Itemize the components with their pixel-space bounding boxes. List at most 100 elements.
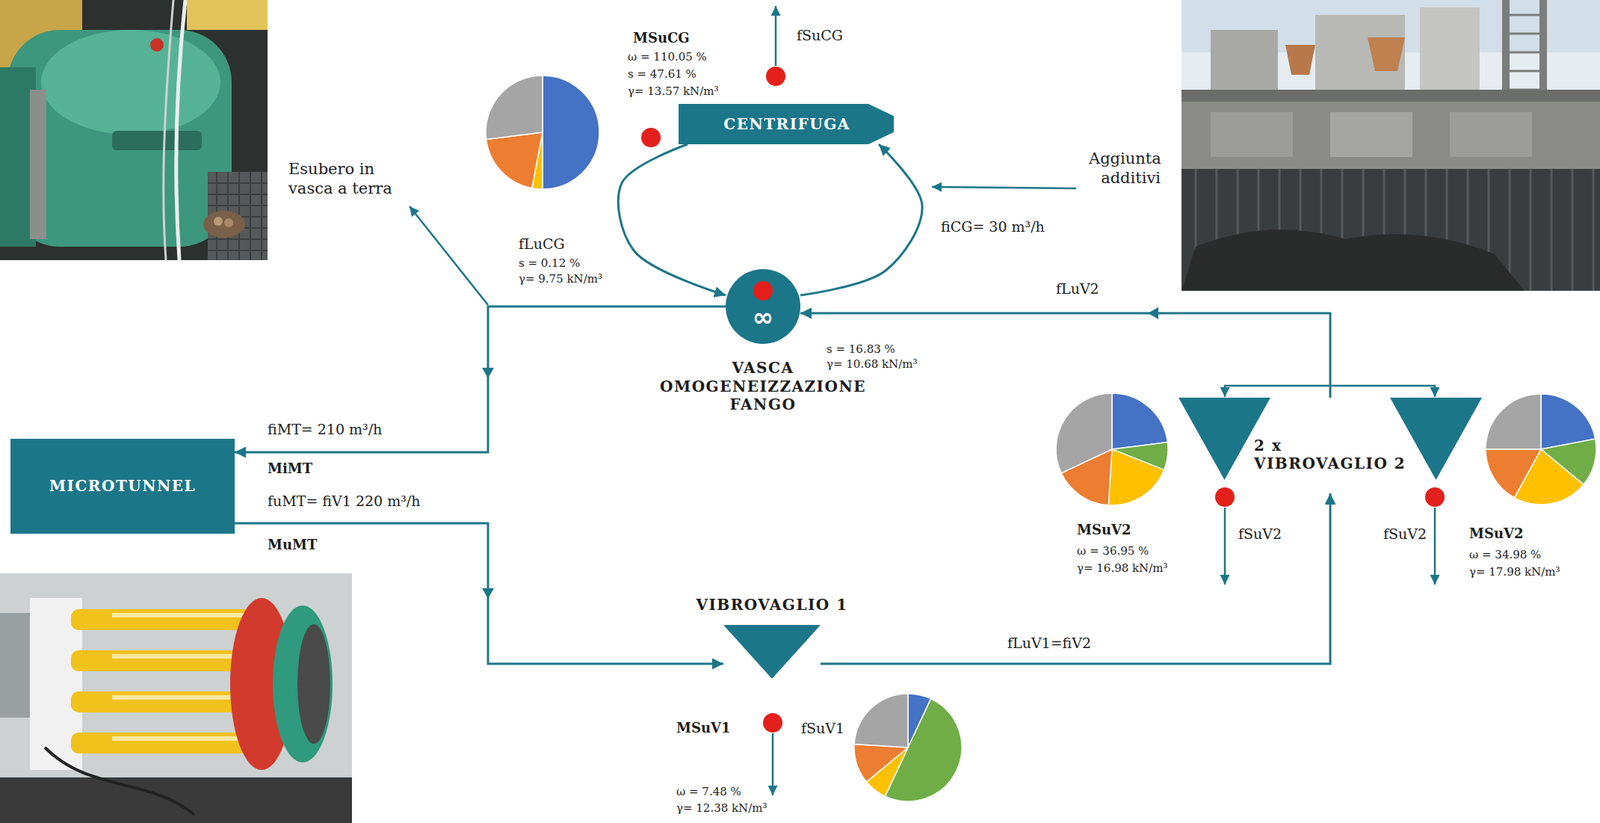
centrifuge-photo	[224, 218, 234, 228]
text-holder: MSuV2	[1469, 525, 1524, 542]
plant-photo	[1181, 89, 1600, 102]
tank-circle: ∞VASCA OMOGENEIZZAZIONE FANGO	[725, 269, 801, 344]
mass-label: MSuV2	[1076, 521, 1132, 539]
sampling-dot	[765, 66, 786, 86]
text-holder: MuMT	[267, 536, 317, 554]
text-holder: ω = 36.95 %	[1076, 544, 1149, 558]
text-holder: 2 x VIBROVAGLIO 2	[1253, 436, 1407, 474]
text-holder: ω = 7.48 %	[676, 784, 742, 799]
centrifuge-shape	[678, 103, 894, 145]
jacking-frame-photo	[112, 653, 247, 659]
flow-label: fSuV2	[1383, 525, 1427, 543]
jacking-frame-photo	[70, 732, 266, 754]
note-label: Esubero in vasca a terra	[288, 159, 393, 199]
text-holder: fLuV2	[1055, 280, 1100, 298]
leader-arrow	[1224, 385, 1331, 397]
jacking-frame-photo	[0, 777, 352, 823]
text-holder: γ= 9.75 kN/m³	[518, 272, 603, 286]
text-holder: s = 47.61 %	[627, 67, 697, 81]
process-shape: CENTRIFUGA	[678, 103, 894, 145]
leader-arrow	[1434, 507, 1437, 585]
centrifuge-photo	[112, 130, 202, 151]
plant-photo	[1181, 101, 1600, 169]
measure-label: s = 16.83 %	[826, 342, 896, 356]
mixer-symbol: ∞	[752, 304, 774, 330]
flow-label: fuMT= fiV1 220 m³/h	[267, 492, 420, 510]
measure-label: γ= 17.98 kN/m³	[1469, 564, 1561, 579]
text-holder: ω = 110.05 %	[627, 50, 707, 64]
plant-photo	[1181, 229, 1525, 291]
pie-slice	[1112, 393, 1168, 450]
pie-slice	[1485, 393, 1541, 450]
centrifuge-photo	[213, 216, 223, 226]
centrifuge-photo	[0, 0, 268, 261]
jacking-frame-photo	[0, 573, 352, 823]
text-holder: MSuV1	[676, 719, 731, 737]
plant-photo	[1315, 14, 1405, 90]
centrifuge-photo	[186, 0, 268, 30]
text-holder: fSuV1	[801, 719, 845, 737]
text-holder: MICROTUNNEL	[49, 476, 196, 495]
mass-label: MSuCG	[632, 29, 690, 47]
node-outline	[725, 269, 801, 344]
text-holder: γ= 16.98 kN/m³	[1076, 561, 1169, 575]
screen-pair: 2 x VIBROVAGLIO 2	[1178, 397, 1482, 494]
text-holder: VIBROVAGLIO 1	[695, 595, 848, 614]
text-holder: Aggiunta additivi	[1088, 149, 1161, 188]
mass-label: MSuV1	[676, 719, 731, 737]
text-holder: fiCG= 30 m³/h	[940, 218, 1045, 236]
measure-label: ω = 36.95 %	[1076, 544, 1149, 558]
flow-label: fLuV2	[1055, 280, 1100, 298]
measure-label: γ= 13.57 kN/m³	[627, 84, 719, 98]
text-holder: s = 16.83 %	[826, 342, 896, 356]
unit-title: CENTRIFUGA	[723, 115, 851, 134]
flow-connector	[820, 493, 1331, 664]
node-outline	[10, 438, 235, 534]
centrifuge-photo	[29, 89, 47, 240]
pie-chart	[1485, 393, 1597, 505]
text-holder: fLuCG	[518, 235, 565, 253]
flow-connector	[800, 144, 923, 296]
text-holder: MSuCG	[632, 29, 690, 47]
sampling-dot	[1425, 487, 1445, 507]
measure-label: γ= 10.68 kN/m³	[826, 357, 918, 371]
text-holder: Esubero in vasca a terra	[288, 159, 393, 199]
plant-photo	[1181, 0, 1600, 291]
text-holder: fuMT= fiV1 220 m³/h	[267, 492, 420, 510]
plant-photo	[1449, 112, 1532, 157]
mass-label: MiMT	[267, 460, 313, 477]
centrifuge-photo	[176, 0, 186, 261]
node-outline	[723, 624, 821, 679]
machine-shape	[10, 438, 235, 534]
plant-photo	[1285, 44, 1316, 75]
text-holder: CENTRIFUGA	[723, 115, 851, 134]
unit-title: 2 x VIBROVAGLIO 2	[1253, 436, 1407, 474]
measure-label: γ= 16.98 kN/m³	[1076, 561, 1169, 575]
text-holder: ω = 34.98 %	[1469, 547, 1541, 562]
text-holder: MSuV2	[1076, 521, 1132, 539]
text-holder: MiMT	[267, 460, 313, 477]
leader-arrow	[931, 186, 1077, 189]
flow-label: fiMT= 210 m³/h	[267, 420, 382, 438]
text-holder: s = 0.12 %	[518, 256, 580, 270]
measure-label: s = 0.12 %	[518, 256, 580, 270]
jacking-frame-photo	[0, 573, 352, 823]
plant-photo	[1210, 112, 1293, 157]
flow-connector	[618, 144, 726, 296]
mass-label: MSuV2	[1469, 525, 1524, 542]
node-outline	[678, 103, 894, 145]
flow-direction-arrow	[482, 307, 1159, 599]
jacking-frame-photo	[0, 612, 30, 718]
text-holder: γ= 12.38 kN/m³	[676, 801, 768, 815]
pie-chart	[1055, 393, 1169, 506]
jacking-frame-photo	[272, 605, 333, 763]
flow-label: fiCG= 30 m³/h	[940, 218, 1045, 236]
unit-title: MICROTUNNEL	[49, 476, 196, 495]
plant-photo	[1367, 37, 1405, 71]
centrifuge-photo	[150, 38, 164, 52]
jacking-frame-photo	[112, 612, 247, 618]
flow-connector	[800, 313, 1331, 398]
screen-shape	[723, 624, 821, 679]
